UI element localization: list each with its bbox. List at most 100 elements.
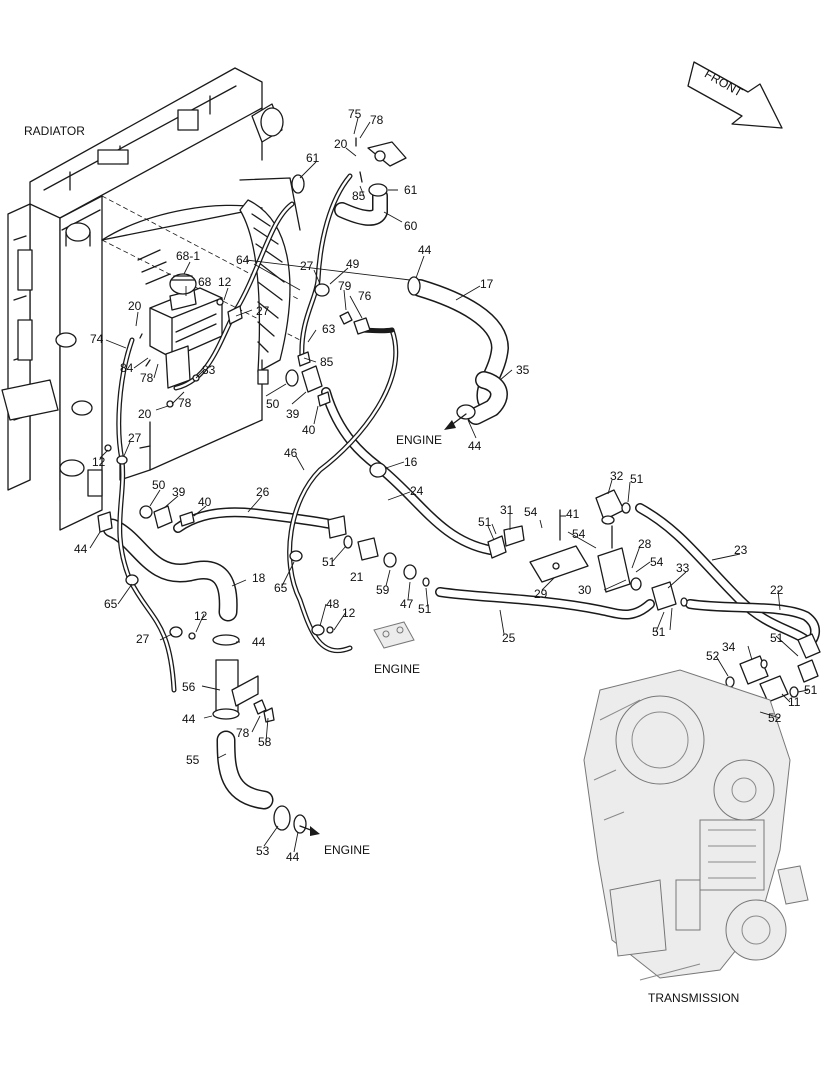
callout: 50 bbox=[266, 397, 280, 411]
callout: 47 bbox=[400, 597, 414, 611]
callout: 65 bbox=[274, 581, 288, 595]
callout: 17 bbox=[480, 277, 494, 291]
callout: 74 bbox=[90, 332, 104, 346]
leader-lines bbox=[89, 117, 809, 853]
callout: 76 bbox=[358, 289, 372, 303]
callout: 79 bbox=[338, 279, 352, 293]
callout: 64 bbox=[236, 253, 250, 267]
hose-74 bbox=[116, 337, 177, 693]
callout: 52 bbox=[768, 711, 782, 725]
callout: 12 bbox=[218, 275, 232, 289]
callout: 30 bbox=[578, 583, 592, 597]
callout: 27 bbox=[300, 259, 314, 273]
engine-connector bbox=[373, 621, 415, 649]
callout: 84 bbox=[120, 361, 134, 375]
callout: 46 bbox=[284, 446, 298, 460]
callout: 29 bbox=[534, 587, 548, 601]
callout: 11 bbox=[788, 695, 801, 709]
part-callouts: 75 78 20 61 85 61 60 68-1 64 44 27 49 68… bbox=[74, 107, 818, 864]
callout: 50 bbox=[152, 478, 166, 492]
callout: 54 bbox=[572, 527, 586, 541]
callout: 85 bbox=[352, 189, 366, 203]
fittings bbox=[97, 137, 821, 834]
callout: 12 bbox=[342, 606, 356, 620]
callout: 83 bbox=[202, 363, 216, 377]
callout: 20 bbox=[138, 407, 152, 421]
callout: 63 bbox=[322, 322, 336, 336]
callout: 68-1 bbox=[176, 249, 200, 263]
callout: 40 bbox=[198, 495, 212, 509]
callout: 78 bbox=[178, 396, 192, 410]
callout: 32 bbox=[610, 469, 624, 483]
callout: 51 bbox=[478, 515, 492, 529]
engine-caption-3: ENGINE bbox=[324, 843, 370, 857]
pipe-56 bbox=[215, 659, 259, 713]
callout: 39 bbox=[172, 485, 186, 499]
callout: 23 bbox=[734, 543, 748, 557]
callout: 27 bbox=[256, 304, 270, 318]
hose-26 bbox=[173, 507, 335, 533]
reservoir-tank bbox=[139, 273, 223, 389]
callout: 33 bbox=[676, 561, 690, 575]
callout: 34 bbox=[722, 640, 736, 654]
callout: 44 bbox=[418, 243, 432, 257]
transmission-caption: TRANSMISSION bbox=[648, 991, 739, 1005]
callout: 54 bbox=[524, 505, 538, 519]
callout: 59 bbox=[376, 583, 390, 597]
callout: 41 bbox=[566, 507, 580, 521]
callout: 55 bbox=[186, 753, 200, 767]
callout: 54 bbox=[650, 555, 664, 569]
callout: 16 bbox=[404, 455, 418, 469]
engine-caption-1: ENGINE bbox=[396, 433, 442, 447]
callout: 40 bbox=[302, 423, 316, 437]
callout: 44 bbox=[286, 850, 300, 864]
callout: 44 bbox=[74, 542, 88, 556]
hose-60 bbox=[334, 188, 388, 226]
callout: 25 bbox=[502, 631, 516, 645]
callout: 61 bbox=[306, 151, 320, 165]
callout: 39 bbox=[286, 407, 300, 421]
callout: 78 bbox=[370, 113, 384, 127]
callout: 56 bbox=[182, 680, 196, 694]
captions: RADIATOR FRONT ENGINE ENGINE ENGINE TRAN… bbox=[24, 67, 746, 1005]
hose-18 bbox=[102, 518, 238, 622]
callout: 18 bbox=[252, 571, 266, 585]
callout: 12 bbox=[92, 455, 106, 469]
callout: 51 bbox=[418, 602, 432, 616]
callout: 51 bbox=[630, 472, 644, 486]
callout: 51 bbox=[322, 555, 336, 569]
callout: 53 bbox=[256, 844, 270, 858]
callout: 21 bbox=[350, 570, 364, 584]
callout: 68 bbox=[198, 275, 212, 289]
transmission-assembly bbox=[583, 669, 809, 981]
callout: 78 bbox=[236, 726, 250, 740]
callout: 27 bbox=[128, 431, 142, 445]
callout: 27 bbox=[136, 632, 150, 646]
callout: 75 bbox=[348, 107, 362, 121]
hose-25 bbox=[435, 587, 655, 620]
callout: 61 bbox=[404, 183, 418, 197]
callout: 52 bbox=[706, 649, 720, 663]
callout: 22 bbox=[770, 583, 784, 597]
front-direction-arrow bbox=[687, 61, 783, 129]
callout: 24 bbox=[410, 484, 424, 498]
hose-35 bbox=[467, 371, 508, 425]
callout: 44 bbox=[252, 635, 266, 649]
hose-23 bbox=[635, 503, 817, 651]
callout: 20 bbox=[128, 299, 142, 313]
callout: 51 bbox=[804, 683, 818, 697]
callout: 49 bbox=[346, 257, 360, 271]
radiator-assembly bbox=[1, 67, 301, 531]
callout: 51 bbox=[770, 631, 784, 645]
engine-caption-2: ENGINE bbox=[374, 662, 420, 676]
callout: 78 bbox=[140, 371, 154, 385]
callout: 60 bbox=[404, 219, 418, 233]
radiator-caption: RADIATOR bbox=[24, 124, 85, 138]
callout: 31 bbox=[500, 503, 514, 517]
callout: 85 bbox=[320, 355, 334, 369]
callout: 65 bbox=[104, 597, 118, 611]
callout: 35 bbox=[516, 363, 530, 377]
callout: 58 bbox=[258, 735, 272, 749]
